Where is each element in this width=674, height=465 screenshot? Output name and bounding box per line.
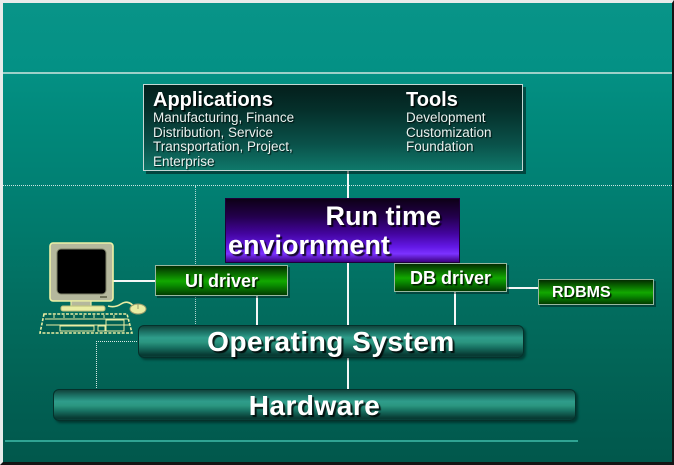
connector-os-to-hardware: [347, 357, 349, 391]
runtime-environment-box: Run time enviornment: [225, 198, 460, 263]
ui-driver-box: UI driver: [155, 265, 288, 296]
bottom-band-separator-line: [5, 440, 578, 442]
dotted-separator-line: [3, 185, 672, 186]
applications-tools-box: Applications Manufacturing, Finance Dist…: [143, 84, 523, 171]
connector-runtime-to-os: [347, 263, 349, 327]
computer-icon: [39, 242, 147, 334]
connector-dbdriver-to-rdbms: [505, 287, 540, 289]
db-driver-box: DB driver: [394, 263, 507, 292]
applications-title: Applications: [153, 89, 274, 111]
connector-dbdriver-to-os: [454, 291, 456, 327]
applications-item: Manufacturing, Finance: [153, 110, 295, 125]
tools-item: Development: [406, 110, 486, 125]
tools-column: Tools Development Customization Foundati…: [406, 89, 492, 155]
tools-item: Customization: [406, 124, 492, 140]
connector-computer-to-uidriver: [110, 280, 158, 282]
runtime-environment-label-line2: enviornment: [228, 230, 391, 260]
applications-item: Transportation, Project,: [153, 139, 293, 154]
applications-item: Distribution, Service: [153, 124, 274, 140]
applications-item: Enterprise: [153, 153, 215, 169]
operating-system-bar: Operating System: [138, 325, 524, 358]
dashed-vertical-guide-line: [195, 186, 196, 328]
runtime-environment-label-line1: Run time: [325, 201, 441, 231]
dotted-connector-computer-to-os: [96, 341, 141, 342]
rdbms-box: RDBMS: [538, 279, 654, 305]
tools-item: Foundation: [406, 139, 474, 154]
tools-title: Tools: [406, 89, 458, 111]
applications-column: Applications Manufacturing, Finance Dist…: [153, 89, 294, 169]
dotted-connector-computer-to-hardware: [96, 341, 97, 390]
connector-uidriver-to-os: [256, 295, 258, 327]
top-band-separator-line: [3, 72, 672, 74]
connector-apps-to-runtime: [347, 170, 349, 199]
hardware-bar: Hardware: [53, 389, 576, 421]
